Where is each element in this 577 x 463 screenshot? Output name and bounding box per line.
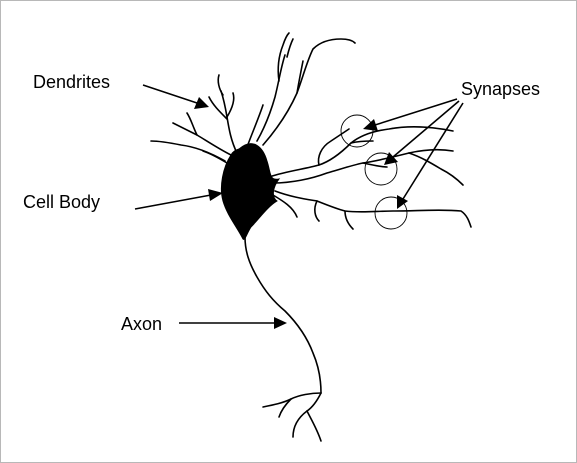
cell-body-arrow <box>135 189 223 209</box>
cell-body-label: Cell Body <box>23 192 100 212</box>
dendrites-label: Dendrites <box>33 72 110 92</box>
right-dendrites <box>269 127 471 229</box>
label-arrows <box>135 85 463 329</box>
axon-arrow <box>179 317 287 329</box>
dendrites-arrow <box>143 85 209 109</box>
axon <box>245 237 321 441</box>
axon-label: Axon <box>121 314 162 334</box>
synapses-label: Synapses <box>461 79 540 99</box>
cell-body-shape <box>221 144 279 240</box>
